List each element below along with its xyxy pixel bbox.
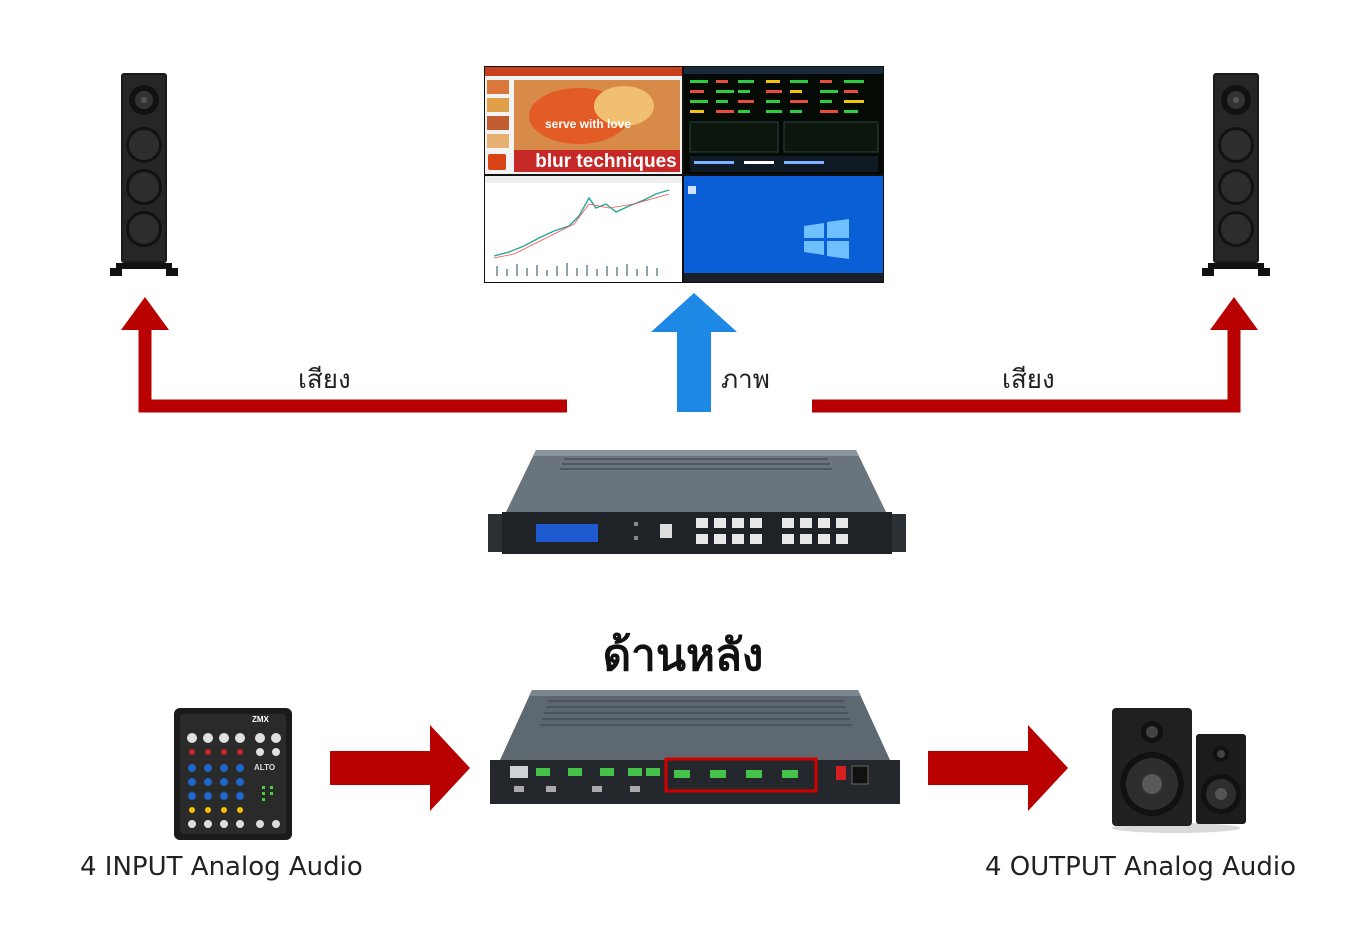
bookshelf-speakers: [1112, 708, 1246, 833]
matrix-switcher-rear: [490, 690, 900, 804]
arrows-top: [121, 293, 1258, 413]
slide-title: blur techniques: [535, 151, 676, 172]
audio-arrow-left: [121, 297, 567, 413]
video-arrow: [651, 293, 737, 412]
audio-output-highlight: [664, 757, 818, 793]
audio-label-right: เสียง: [1002, 365, 1055, 395]
output-arrow: [928, 725, 1068, 811]
output-caption: 4 OUTPUT Analog Audio: [985, 852, 1297, 882]
audio-mixer: ZMX ALTO: [174, 708, 292, 840]
quad-split-display: serve with love blur techniques: [484, 66, 884, 283]
screen-quadrant-trading: [684, 67, 883, 174]
input-arrow: [330, 725, 470, 811]
back-side-title: ด้านหลัง: [602, 630, 764, 681]
audio-label-left: เสียง: [298, 365, 351, 395]
screen-quadrant-presentation: serve with love blur techniques: [485, 67, 682, 174]
mixer-model: ZMX: [252, 715, 270, 724]
input-caption: 4 INPUT Analog Audio: [80, 852, 363, 882]
screen-quadrant-chart: [485, 176, 682, 282]
right-tower-speaker: [1202, 73, 1270, 276]
slide-subtitle: serve with love: [545, 117, 631, 131]
audio-arrow-right: [812, 297, 1258, 413]
video-label: ภาพ: [721, 365, 770, 395]
mixer-brand: ALTO: [254, 763, 275, 772]
matrix-switcher-front: [488, 450, 906, 554]
left-tower-speaker: [110, 73, 178, 276]
screen-quadrant-desktop: [684, 176, 883, 282]
